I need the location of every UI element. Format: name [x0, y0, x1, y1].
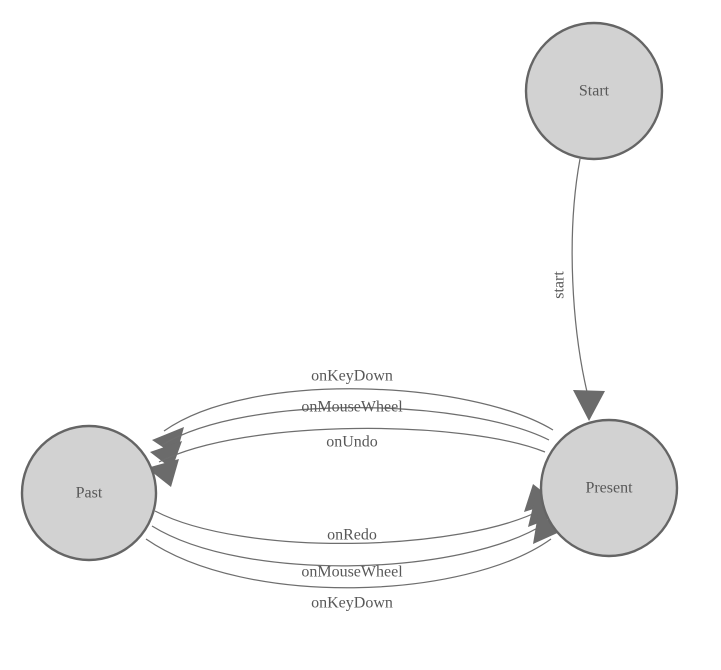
edge-start-to-present-path: [571, 158, 589, 397]
edge-start-to-present[interactable]: start: [551, 158, 605, 421]
edge-past-to-present-onredo-arrowhead: [524, 484, 556, 512]
node-past-label: Past: [76, 485, 103, 502]
edge-past-to-present-onmousewheel[interactable]: onMouseWheel: [151, 498, 559, 581]
node-present-circle: [539, 418, 679, 558]
node-past-circle: [20, 424, 158, 562]
edge-present-to-past-onmousewheel-path: [161, 407, 550, 446]
node-start-label: Start: [579, 83, 610, 100]
edge-label-present-to-past-onmousewheel: onMouseWheel: [301, 399, 403, 416]
edge-present-to-past-onundo[interactable]: onUndo: [147, 427, 546, 487]
edge-present-to-past-onundo-arrowhead: [147, 459, 179, 487]
node-start[interactable]: Start: [524, 21, 664, 161]
node-present[interactable]: Present: [539, 418, 679, 558]
edge-past-to-present-onmousewheel-arrowhead: [528, 498, 559, 527]
node-start-circle: [524, 21, 664, 161]
edge-label-present-to-past-onundo: onUndo: [326, 434, 378, 451]
edge-past-to-present-onredo[interactable]: onRedo: [154, 484, 556, 545]
edge-past-to-present-onmousewheel-path: [151, 522, 547, 567]
edge-label-past-to-present-onkeydown: onKeyDown: [311, 595, 393, 612]
edge-past-to-present-onkeydown-path: [145, 538, 552, 589]
edge-label-past-to-present-onredo: onRedo: [327, 527, 377, 544]
edge-label-present-to-past-onkeydown: onKeyDown: [311, 368, 393, 385]
edge-past-to-present-onkeydown-arrowhead: [533, 514, 564, 544]
edge-start-to-present-arrowhead: [573, 390, 605, 421]
node-past[interactable]: Past: [20, 424, 158, 562]
edge-label-start: start: [551, 271, 568, 299]
edge-past-to-present-onkeydown[interactable]: onKeyDown: [145, 514, 564, 612]
edge-present-to-past-onkeydown-path: [163, 388, 554, 432]
node-present-label: Present: [585, 480, 633, 497]
edge-label-past-to-present-onmousewheel: onMouseWheel: [301, 564, 403, 581]
edge-present-to-past-onundo-path: [158, 427, 546, 463]
edge-past-to-present-onredo-path: [154, 508, 544, 545]
